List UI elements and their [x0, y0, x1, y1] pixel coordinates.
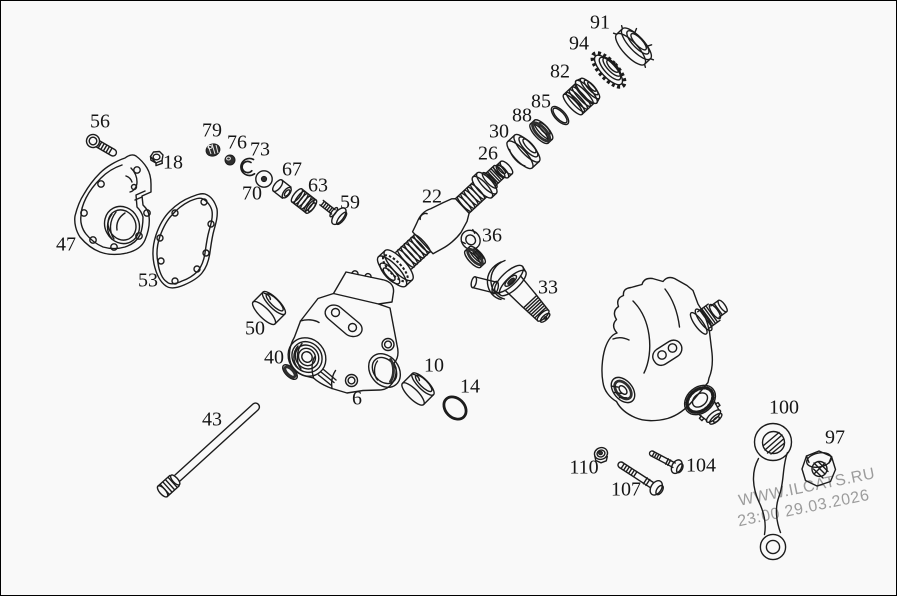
- part-drawing-toothed-ring-94: [590, 51, 627, 89]
- part-drawing-ring-26: [495, 160, 514, 179]
- part-drawing-seal-36: [463, 245, 487, 269]
- part-label-59: 59: [340, 191, 360, 214]
- part-drawing-bolt-59: [319, 199, 348, 226]
- part-drawing-ring-nut-91: [612, 25, 655, 68]
- part-drawing-bushing-50: [251, 290, 287, 326]
- part-label-40: 40: [264, 346, 284, 369]
- part-label-73: 73: [250, 138, 270, 161]
- part-label-50: 50: [245, 317, 265, 340]
- part-drawing-bolt-104: [648, 450, 684, 475]
- part-drawing-pitman-arm-100: [752, 422, 793, 561]
- part-drawing-plug-79: [205, 143, 221, 157]
- part-label-88: 88: [512, 104, 532, 127]
- part-drawing-gasket-53: [152, 193, 218, 289]
- part-label-10: 10: [424, 354, 444, 377]
- part-label-43: 43: [202, 408, 222, 431]
- part-label-63: 63: [308, 174, 328, 197]
- part-label-110: 110: [569, 456, 599, 479]
- part-label-85: 85: [531, 90, 551, 113]
- part-label-76: 76: [227, 131, 247, 154]
- part-drawing-bolt-56: [85, 133, 118, 157]
- part-label-18: 18: [163, 151, 183, 174]
- part-label-97: 97: [825, 426, 845, 449]
- part-drawing-castle-nut-97: [801, 450, 837, 487]
- part-drawing-cover-47: [74, 154, 152, 256]
- part-drawing-nut-18: [149, 150, 164, 167]
- part-label-104: 104: [686, 454, 716, 477]
- part-drawing-oring-85: [550, 105, 570, 126]
- part-drawing-nut-76: [224, 154, 236, 166]
- part-drawing-bearing-30: [506, 133, 541, 170]
- part-drawing-plug-67: [271, 179, 292, 199]
- part-drawing-bushing-10: [401, 372, 435, 406]
- part-drawing-assembled-gearbox: [601, 276, 728, 425]
- part-drawing-nut-110: [593, 446, 609, 464]
- part-label-33: 33: [538, 276, 558, 299]
- part-label-22: 22: [422, 185, 442, 208]
- part-label-94: 94: [569, 32, 589, 55]
- part-drawing-rod-43: [156, 402, 261, 498]
- part-label-47: 47: [56, 233, 76, 256]
- part-label-36: 36: [482, 224, 502, 247]
- part-label-56: 56: [90, 110, 110, 133]
- part-label-107: 107: [611, 478, 641, 501]
- part-label-100: 100: [769, 396, 799, 419]
- part-label-70: 70: [242, 182, 262, 205]
- part-drawing-seal-88: [529, 119, 554, 145]
- part-label-30: 30: [489, 120, 509, 143]
- part-label-14: 14: [460, 375, 480, 398]
- part-label-53: 53: [138, 269, 158, 292]
- part-label-6: 6: [352, 387, 362, 410]
- part-drawing-oring-14: [442, 395, 468, 421]
- part-label-79: 79: [202, 119, 222, 142]
- part-label-26: 26: [478, 142, 498, 165]
- part-drawing-snap-ring-73: [240, 157, 256, 177]
- part-drawing-threaded-plug-82: [562, 77, 601, 116]
- part-drawing-worm-shaft-22: [376, 164, 507, 288]
- part-label-67: 67: [282, 158, 302, 181]
- part-label-91: 91: [590, 11, 610, 34]
- part-drawing-bolt-107: [617, 461, 664, 496]
- part-drawing-washer-70: [255, 170, 273, 188]
- part-label-82: 82: [550, 60, 570, 83]
- part-drawing-housing-6: [287, 270, 402, 394]
- part-drawing-threaded-plug-63: [290, 188, 318, 214]
- part-drawing-sector-shaft-33: [470, 259, 551, 323]
